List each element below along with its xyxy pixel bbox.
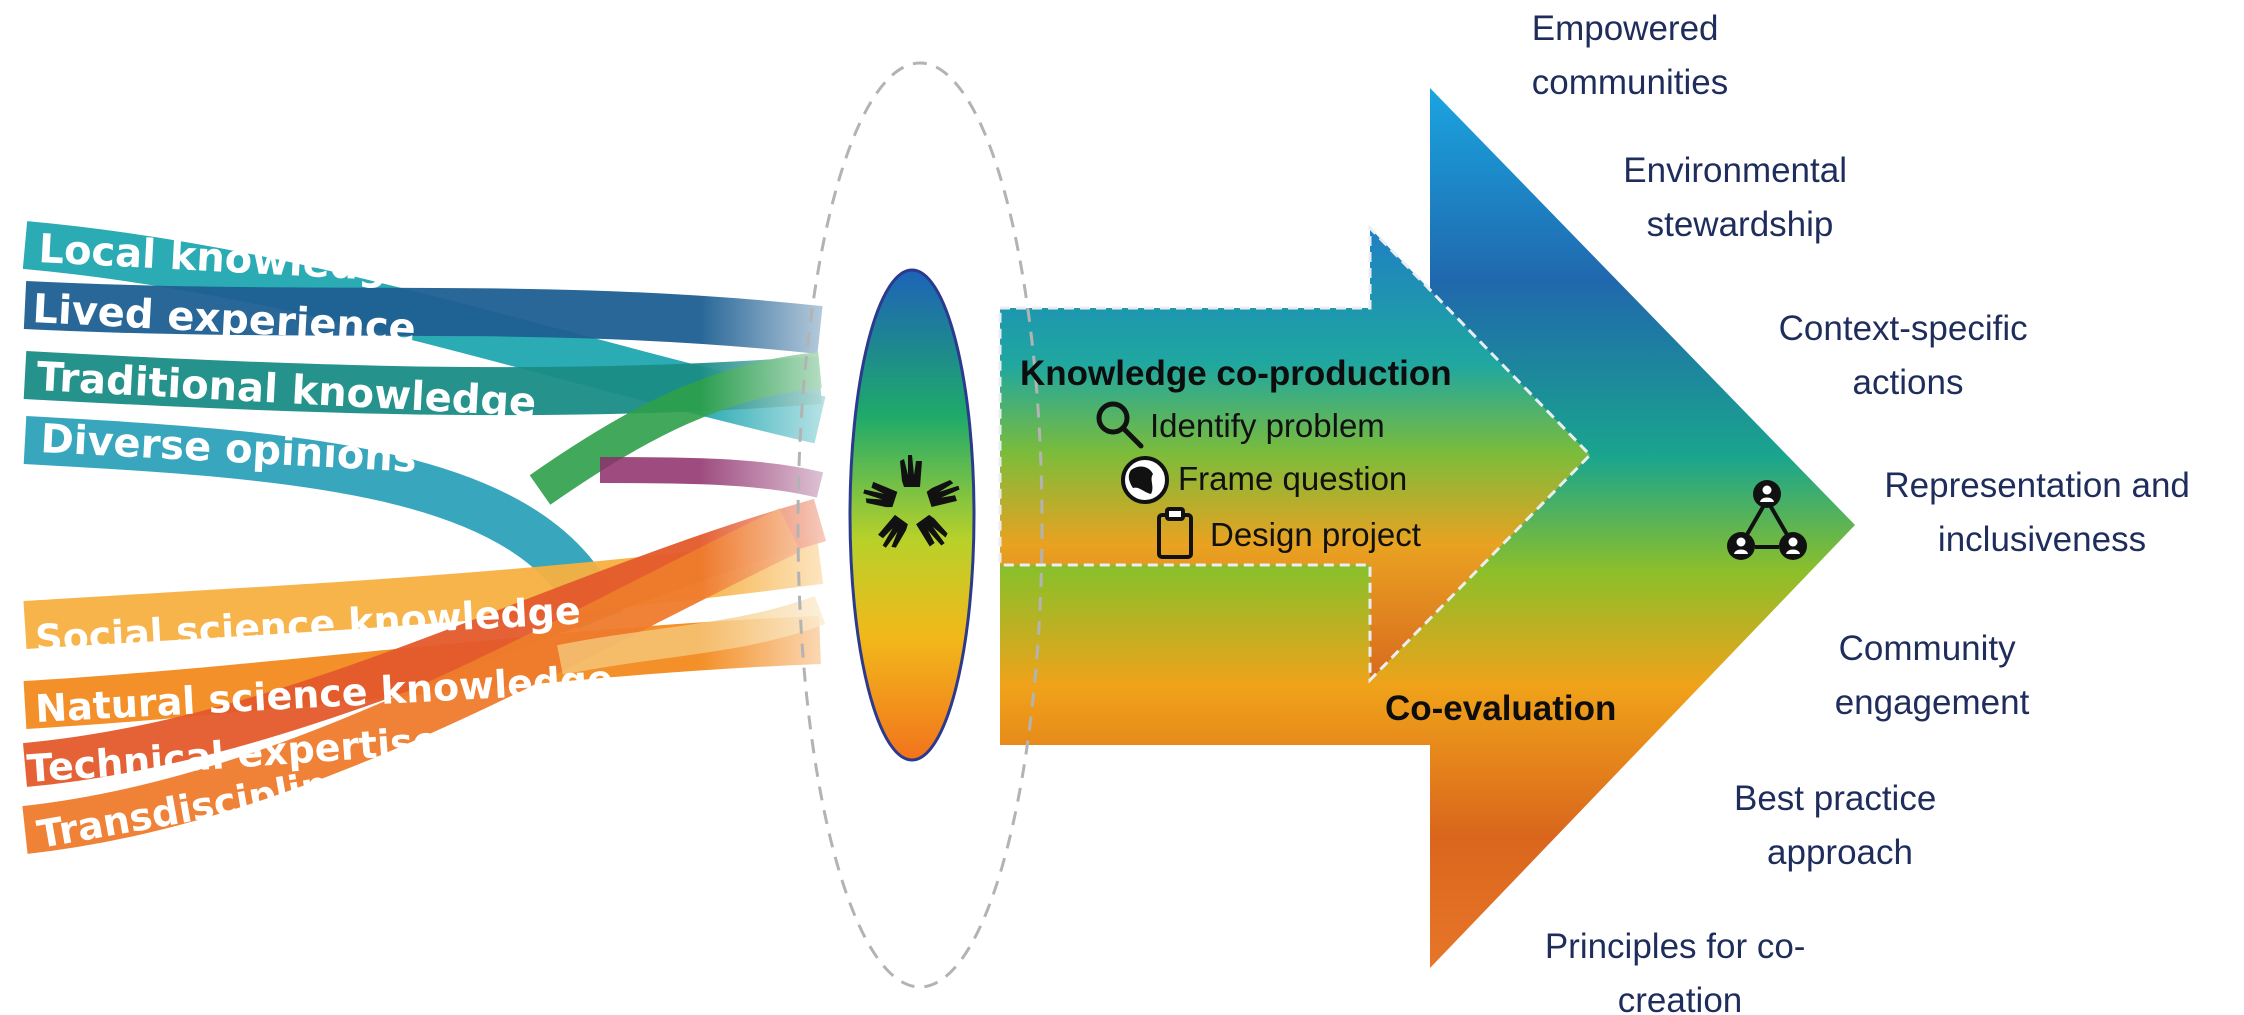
people-network-icon	[1727, 480, 1807, 560]
ribbon-diverse	[23, 416, 623, 630]
dashed-lens-outline	[796, 61, 1044, 989]
ribbon-fade	[700, 180, 860, 780]
outcome-empowered-communities: Empowered communities	[1532, 9, 1729, 102]
magnifier-icon	[1096, 401, 1144, 449]
co-production-title: Knowledge co-production	[1020, 354, 1452, 393]
outcome-labels: Empowered communities Environmental stew…	[1532, 9, 2199, 1015]
step-identify-problem: Identify problem	[1150, 407, 1385, 444]
central-lens	[848, 268, 976, 762]
outcome-best-practice-approach: Best practice approach	[1734, 779, 1946, 872]
clipboard-icon	[1157, 507, 1193, 559]
co-evaluation-label: Co-evaluation	[1385, 689, 1616, 728]
hands-circle-icon	[863, 455, 960, 548]
globe-icon	[1121, 456, 1169, 504]
outcome-context-specific-actions: Context-specific actions	[1779, 309, 2038, 402]
step-frame-question: Frame question	[1178, 460, 1407, 497]
step-design-project: Design project	[1210, 516, 1421, 553]
outcome-community-engagement: Community engagement	[1835, 629, 2030, 722]
ribbon-transdisciplinary	[22, 508, 801, 854]
outcome-representation-inclusiveness: Representation and inclusiveness	[1884, 466, 2199, 559]
outcome-principles-co-creation: Principles for co- creation	[1545, 927, 1815, 1015]
label-local-knowledge: Local knowledge	[37, 226, 415, 292]
outcome-environmental-stewardship: Environmental stewardship	[1623, 151, 1856, 244]
label-diverse-opinions: Diverse opinions	[39, 416, 417, 482]
co-production-arrow	[998, 224, 1593, 684]
